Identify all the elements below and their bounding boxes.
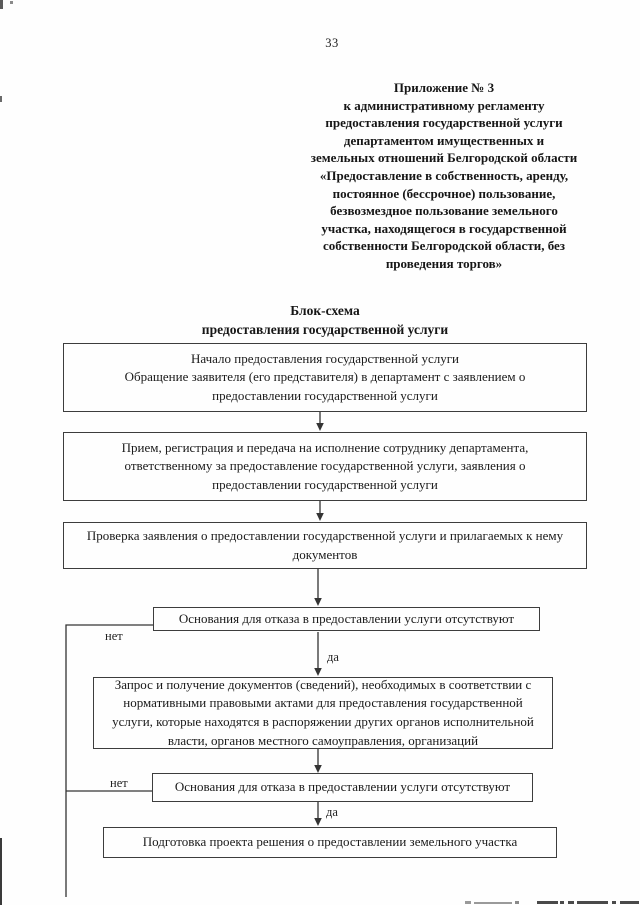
flow-box-intake: Прием, регистрация и передача на исполне… bbox=[63, 432, 587, 501]
scan-artifact bbox=[620, 901, 639, 904]
scan-artifact bbox=[0, 96, 2, 102]
page-number: 33 bbox=[325, 36, 339, 50]
edge-label-yes-1: да bbox=[327, 650, 339, 664]
flow-box-prepare-draft-decision: Подготовка проекта решения о предоставле… bbox=[103, 827, 557, 858]
scan-artifact bbox=[560, 901, 564, 904]
scan-artifact bbox=[577, 901, 608, 904]
flow-box-decision-no-refusal-grounds-1: Основания для отказа в предоставлении ус… bbox=[153, 607, 540, 631]
edge-label-yes-2: да bbox=[326, 805, 338, 819]
scan-artifact bbox=[10, 1, 13, 4]
scan-artifact bbox=[0, 0, 3, 9]
flow-box-start: Начало предоставления государственной ус… bbox=[63, 343, 587, 412]
scan-artifact bbox=[568, 901, 574, 904]
scan-artifact bbox=[0, 838, 2, 905]
scan-artifact bbox=[612, 901, 616, 904]
scan-artifact bbox=[515, 901, 519, 904]
edge-label-no-1: нет bbox=[105, 629, 123, 643]
flow-box-check-application: Проверка заявления о предоставлении госу… bbox=[63, 522, 587, 569]
flow-box-decision-no-refusal-grounds-2: Основания для отказа в предоставлении ус… bbox=[152, 773, 533, 802]
edge-label-no-2: нет bbox=[110, 776, 128, 790]
scan-artifact bbox=[537, 901, 558, 904]
flow-box-request-documents: Запрос и получение документов (сведений)… bbox=[93, 677, 553, 749]
scan-artifact bbox=[474, 902, 512, 904]
scan-artifact bbox=[465, 901, 471, 904]
